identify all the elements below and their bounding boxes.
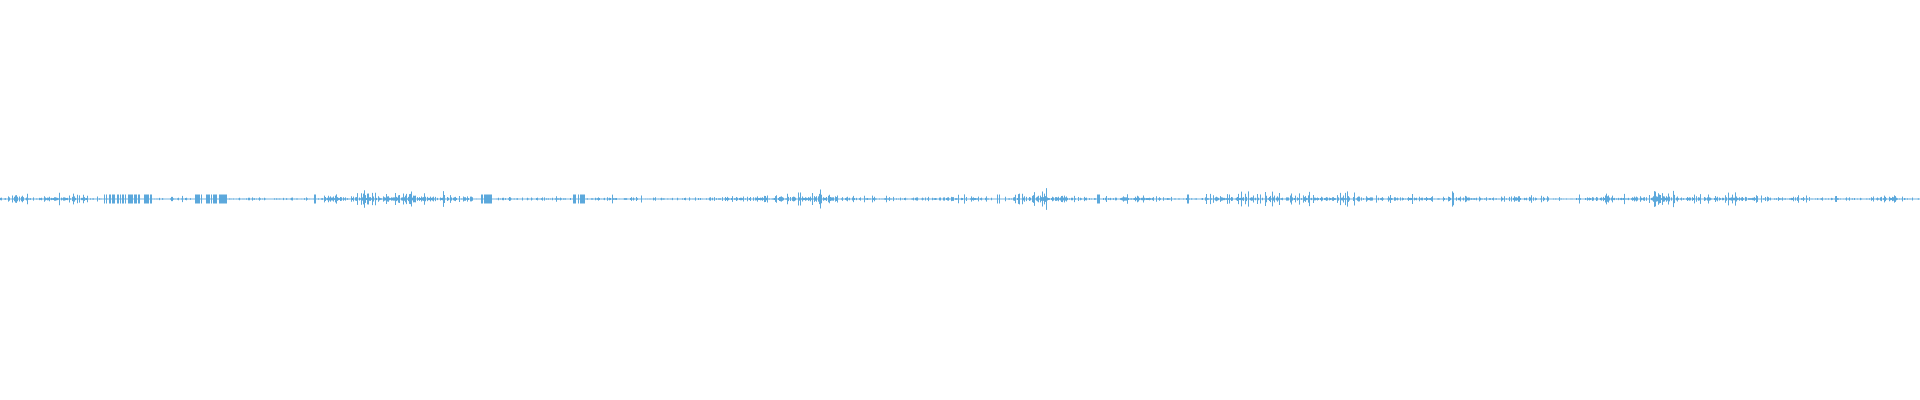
waveform-samples <box>0 188 1920 210</box>
